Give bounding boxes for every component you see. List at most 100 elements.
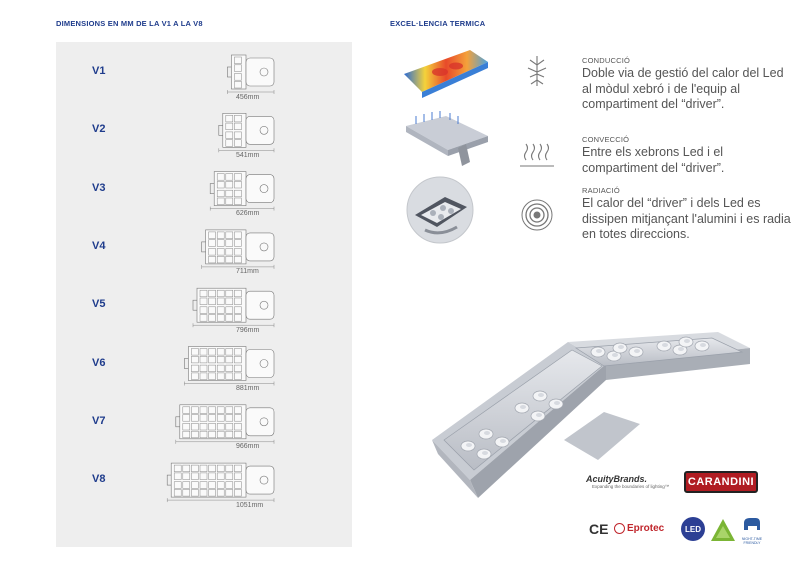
led-module <box>182 489 191 497</box>
led-module <box>208 231 216 239</box>
led-module <box>199 297 208 305</box>
led-module <box>173 472 182 480</box>
led-module <box>182 406 191 414</box>
led-module <box>225 248 234 256</box>
lens-highlight <box>466 443 472 447</box>
led-module <box>216 297 225 305</box>
led-module <box>234 64 242 72</box>
led-module <box>225 197 234 205</box>
led-module <box>216 173 225 181</box>
luminaire-body <box>179 404 247 440</box>
radiation-closeup-image <box>406 176 474 244</box>
led-module <box>234 464 242 472</box>
led-module <box>234 131 242 139</box>
luminaire-drawing <box>175 404 275 444</box>
luminaire-drawing <box>184 346 275 386</box>
led-module <box>234 489 242 497</box>
led-module <box>234 372 242 380</box>
led-module <box>182 423 191 431</box>
led-module <box>191 430 199 439</box>
conduction-heading: CONDUCCIÓ <box>582 56 631 65</box>
elephant-icon <box>744 518 760 530</box>
led-module <box>208 372 216 380</box>
dimension-label: 626mm <box>236 210 260 218</box>
led-module <box>216 489 225 497</box>
led-module <box>182 414 191 422</box>
led-module <box>199 289 208 298</box>
led-module <box>191 423 199 431</box>
led-module <box>208 356 216 364</box>
lens-highlight <box>536 413 542 417</box>
led-module <box>225 423 234 431</box>
led-module <box>234 481 242 489</box>
led-module <box>191 356 199 364</box>
led-module <box>199 489 208 497</box>
variant-label: V7 <box>92 414 106 427</box>
luminaire-body <box>213 171 247 206</box>
lens-highlight <box>482 451 488 455</box>
led-module <box>182 481 191 489</box>
led-module <box>199 423 208 431</box>
variant-label: V6 <box>92 356 106 369</box>
radiation-text: El calor del “driver” i dels Led es diss… <box>582 196 791 241</box>
led-module <box>225 122 234 130</box>
variant-label: V2 <box>92 123 106 136</box>
led-module <box>199 314 208 322</box>
convection-text: Entre els xebrons Led i el compartiment … <box>582 145 725 175</box>
lens-highlight <box>678 347 684 351</box>
dimension-label: 796mm <box>236 326 260 334</box>
led-module <box>225 297 234 305</box>
led-module <box>199 364 208 372</box>
lens-highlight <box>612 353 618 357</box>
led-module <box>216 239 225 247</box>
led-module <box>216 181 225 189</box>
led-module <box>234 73 242 81</box>
led-module <box>225 256 234 264</box>
efficiency-badge-icon <box>711 519 735 541</box>
led-module <box>208 481 216 489</box>
led-module <box>199 464 208 472</box>
fixing-point <box>259 417 269 427</box>
led-module <box>225 181 234 189</box>
eprotec-logo: Eprotec <box>614 523 664 534</box>
led-module <box>216 372 225 380</box>
fixing-point <box>259 359 269 368</box>
conduction-icon <box>527 56 547 86</box>
led-module <box>191 489 199 497</box>
led-module <box>208 489 216 497</box>
led-module <box>191 406 199 414</box>
led-module <box>234 239 242 247</box>
led-module <box>216 197 225 205</box>
led-module <box>199 406 208 414</box>
led-module <box>234 197 242 205</box>
led-module <box>234 189 242 198</box>
led-module <box>234 364 242 372</box>
led-module <box>208 306 216 314</box>
lens-highlight <box>520 405 526 409</box>
led-module <box>182 464 191 472</box>
led-module <box>225 231 234 239</box>
led-module <box>234 306 242 314</box>
led-module <box>225 306 234 314</box>
led-module <box>199 472 208 480</box>
dimension-label: 541mm <box>236 151 260 159</box>
led-module <box>199 414 208 422</box>
led-module <box>216 231 225 239</box>
lens-highlight <box>662 343 668 347</box>
led-module <box>199 430 208 439</box>
led-module <box>191 481 199 489</box>
led-module <box>216 248 225 256</box>
led-module <box>208 364 216 372</box>
convection-render-image <box>406 111 488 166</box>
led-module <box>234 423 242 431</box>
thermal-title: EXCEL·LENCIA TERMICA <box>390 19 486 28</box>
led-module <box>208 248 216 256</box>
night-friendly-logo: NIGHT-TIME FRIENDLY <box>740 516 764 545</box>
led-module <box>199 372 208 380</box>
conduction-text: Doble via de gestió del calor del Led al… <box>582 66 784 111</box>
led-module <box>216 189 225 198</box>
thermal-simulation-image <box>404 50 488 98</box>
led-module <box>234 256 242 264</box>
eprotec-icon <box>614 523 625 534</box>
fixing-point <box>259 67 269 77</box>
